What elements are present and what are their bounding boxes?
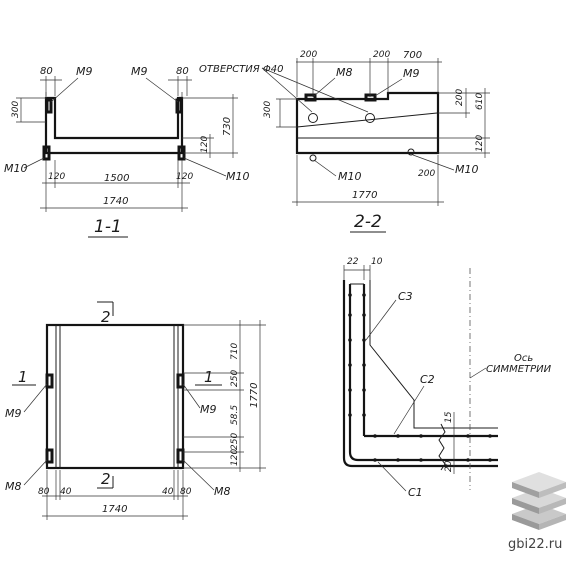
mark-c3: C3 [398, 290, 413, 303]
mark-m10-right: M10 [455, 163, 479, 176]
dim-d-2: 58.5 [230, 405, 240, 425]
dim-plan-height: 1770 [249, 383, 260, 408]
mark-m10-right: M10 [226, 170, 250, 183]
dim-top-right: 80 [176, 66, 189, 77]
plate-m8-left [45, 448, 54, 464]
axis-label-2: СИММЕТРИИ [486, 364, 552, 375]
dim-base-mid: 1500 [104, 173, 129, 184]
axis-label-1: Ось [514, 353, 533, 364]
dim-height: 730 [222, 117, 233, 136]
dim-plan-total: 1740 [102, 504, 127, 515]
mark-m8-left: M8 [5, 480, 22, 493]
mark-m9-right: M9 [131, 65, 148, 78]
plate-m9-right [175, 98, 183, 114]
dim-base-right: 120 [176, 172, 193, 182]
mark-m10-left: M10 [4, 162, 28, 175]
watermark: gbi22.ru [508, 537, 563, 552]
mark-c1: C1 [408, 486, 423, 499]
section-mark-left: 1 [18, 368, 28, 386]
dim-detail-top-b: 10 [371, 257, 383, 267]
mark-m9: M9 [403, 67, 420, 80]
plate-m9-right [176, 373, 185, 389]
rebar-dots [348, 293, 492, 462]
dim-top-left: 80 [40, 66, 53, 77]
dim-d-3: 250 [230, 433, 240, 450]
cut-mark-top: 2 [101, 308, 111, 326]
mark-m10-left: M10 [338, 170, 362, 183]
wall-outline [295, 91, 440, 155]
plate-m8-right [176, 448, 185, 464]
dim-detail-top-a: 22 [347, 257, 359, 267]
dim-d-top: 710 [230, 343, 240, 360]
dim-15: 15 [444, 411, 454, 423]
hole-right [365, 113, 375, 123]
mark-m8: M8 [336, 66, 353, 79]
mark-m9-left: M9 [5, 407, 22, 420]
dim-b-left-1: 80 [38, 487, 50, 497]
dim-bottom-right: 200 [418, 169, 435, 179]
section-2-2: ОТВЕРСТИЯ Φ40 200 200 700 M8 M9 300 200 … [199, 50, 490, 233]
dim-floor: 120 [200, 136, 210, 153]
section-title-2-2: 2-2 [354, 212, 382, 232]
section-title-1-1: 1-1 [94, 217, 122, 237]
dim-d-4: 120 [230, 449, 240, 466]
holes-label: ОТВЕРСТИЯ Φ40 [199, 64, 283, 75]
section-mark-right: 1 [204, 368, 214, 386]
dim-right-upper: 200 [455, 89, 465, 106]
dim-base-left: 120 [48, 172, 65, 182]
plan-view: 2 2 1 1 M9 M9 M8 M8 710 250 58.5 250 120… [5, 301, 266, 520]
plan-outline [45, 323, 185, 470]
dim-b-right-1: 40 [162, 487, 174, 497]
mark-m9-right: M9 [200, 403, 217, 416]
dim-right-low: 120 [475, 135, 485, 152]
dim-b-left-2: 40 [60, 487, 72, 497]
mark-c2: C2 [420, 373, 435, 386]
mark-m9-left: M9 [76, 65, 93, 78]
mark-m8-right: M8 [214, 485, 231, 498]
dim-top-c: 700 [403, 50, 422, 61]
dim-b-right-2: 80 [180, 487, 192, 497]
dim-top-a: 200 [300, 50, 317, 60]
dim-wall: 300 [11, 101, 21, 118]
dim-total: 1740 [103, 196, 128, 207]
dim-20: 20 [444, 460, 454, 472]
dim-total-2-2: 1770 [352, 190, 377, 201]
dim-right-mid: 610 [475, 93, 485, 110]
channel-outline [44, 96, 184, 155]
dim-left: 300 [263, 101, 273, 118]
section-1-1: 80 80 M9 M9 300 730 120 M10 M10 120 1500… [4, 65, 250, 238]
cut-mark-bottom: 2 [101, 470, 111, 488]
logo-icon [512, 472, 566, 530]
plate-m10-left [42, 145, 51, 161]
hole-left [308, 113, 318, 123]
plate-m9-left [45, 98, 53, 114]
reinforcement-detail: 22 10 C3 C2 C1 15 20 Ось СИММЕТРИИ [342, 257, 552, 499]
plate-m9 [364, 93, 377, 102]
dim-top-b: 200 [373, 50, 390, 60]
plate-m8 [304, 93, 317, 102]
plate-m9-left [45, 373, 54, 389]
dim-d-1: 250 [230, 370, 240, 387]
detail-outline [342, 280, 498, 468]
